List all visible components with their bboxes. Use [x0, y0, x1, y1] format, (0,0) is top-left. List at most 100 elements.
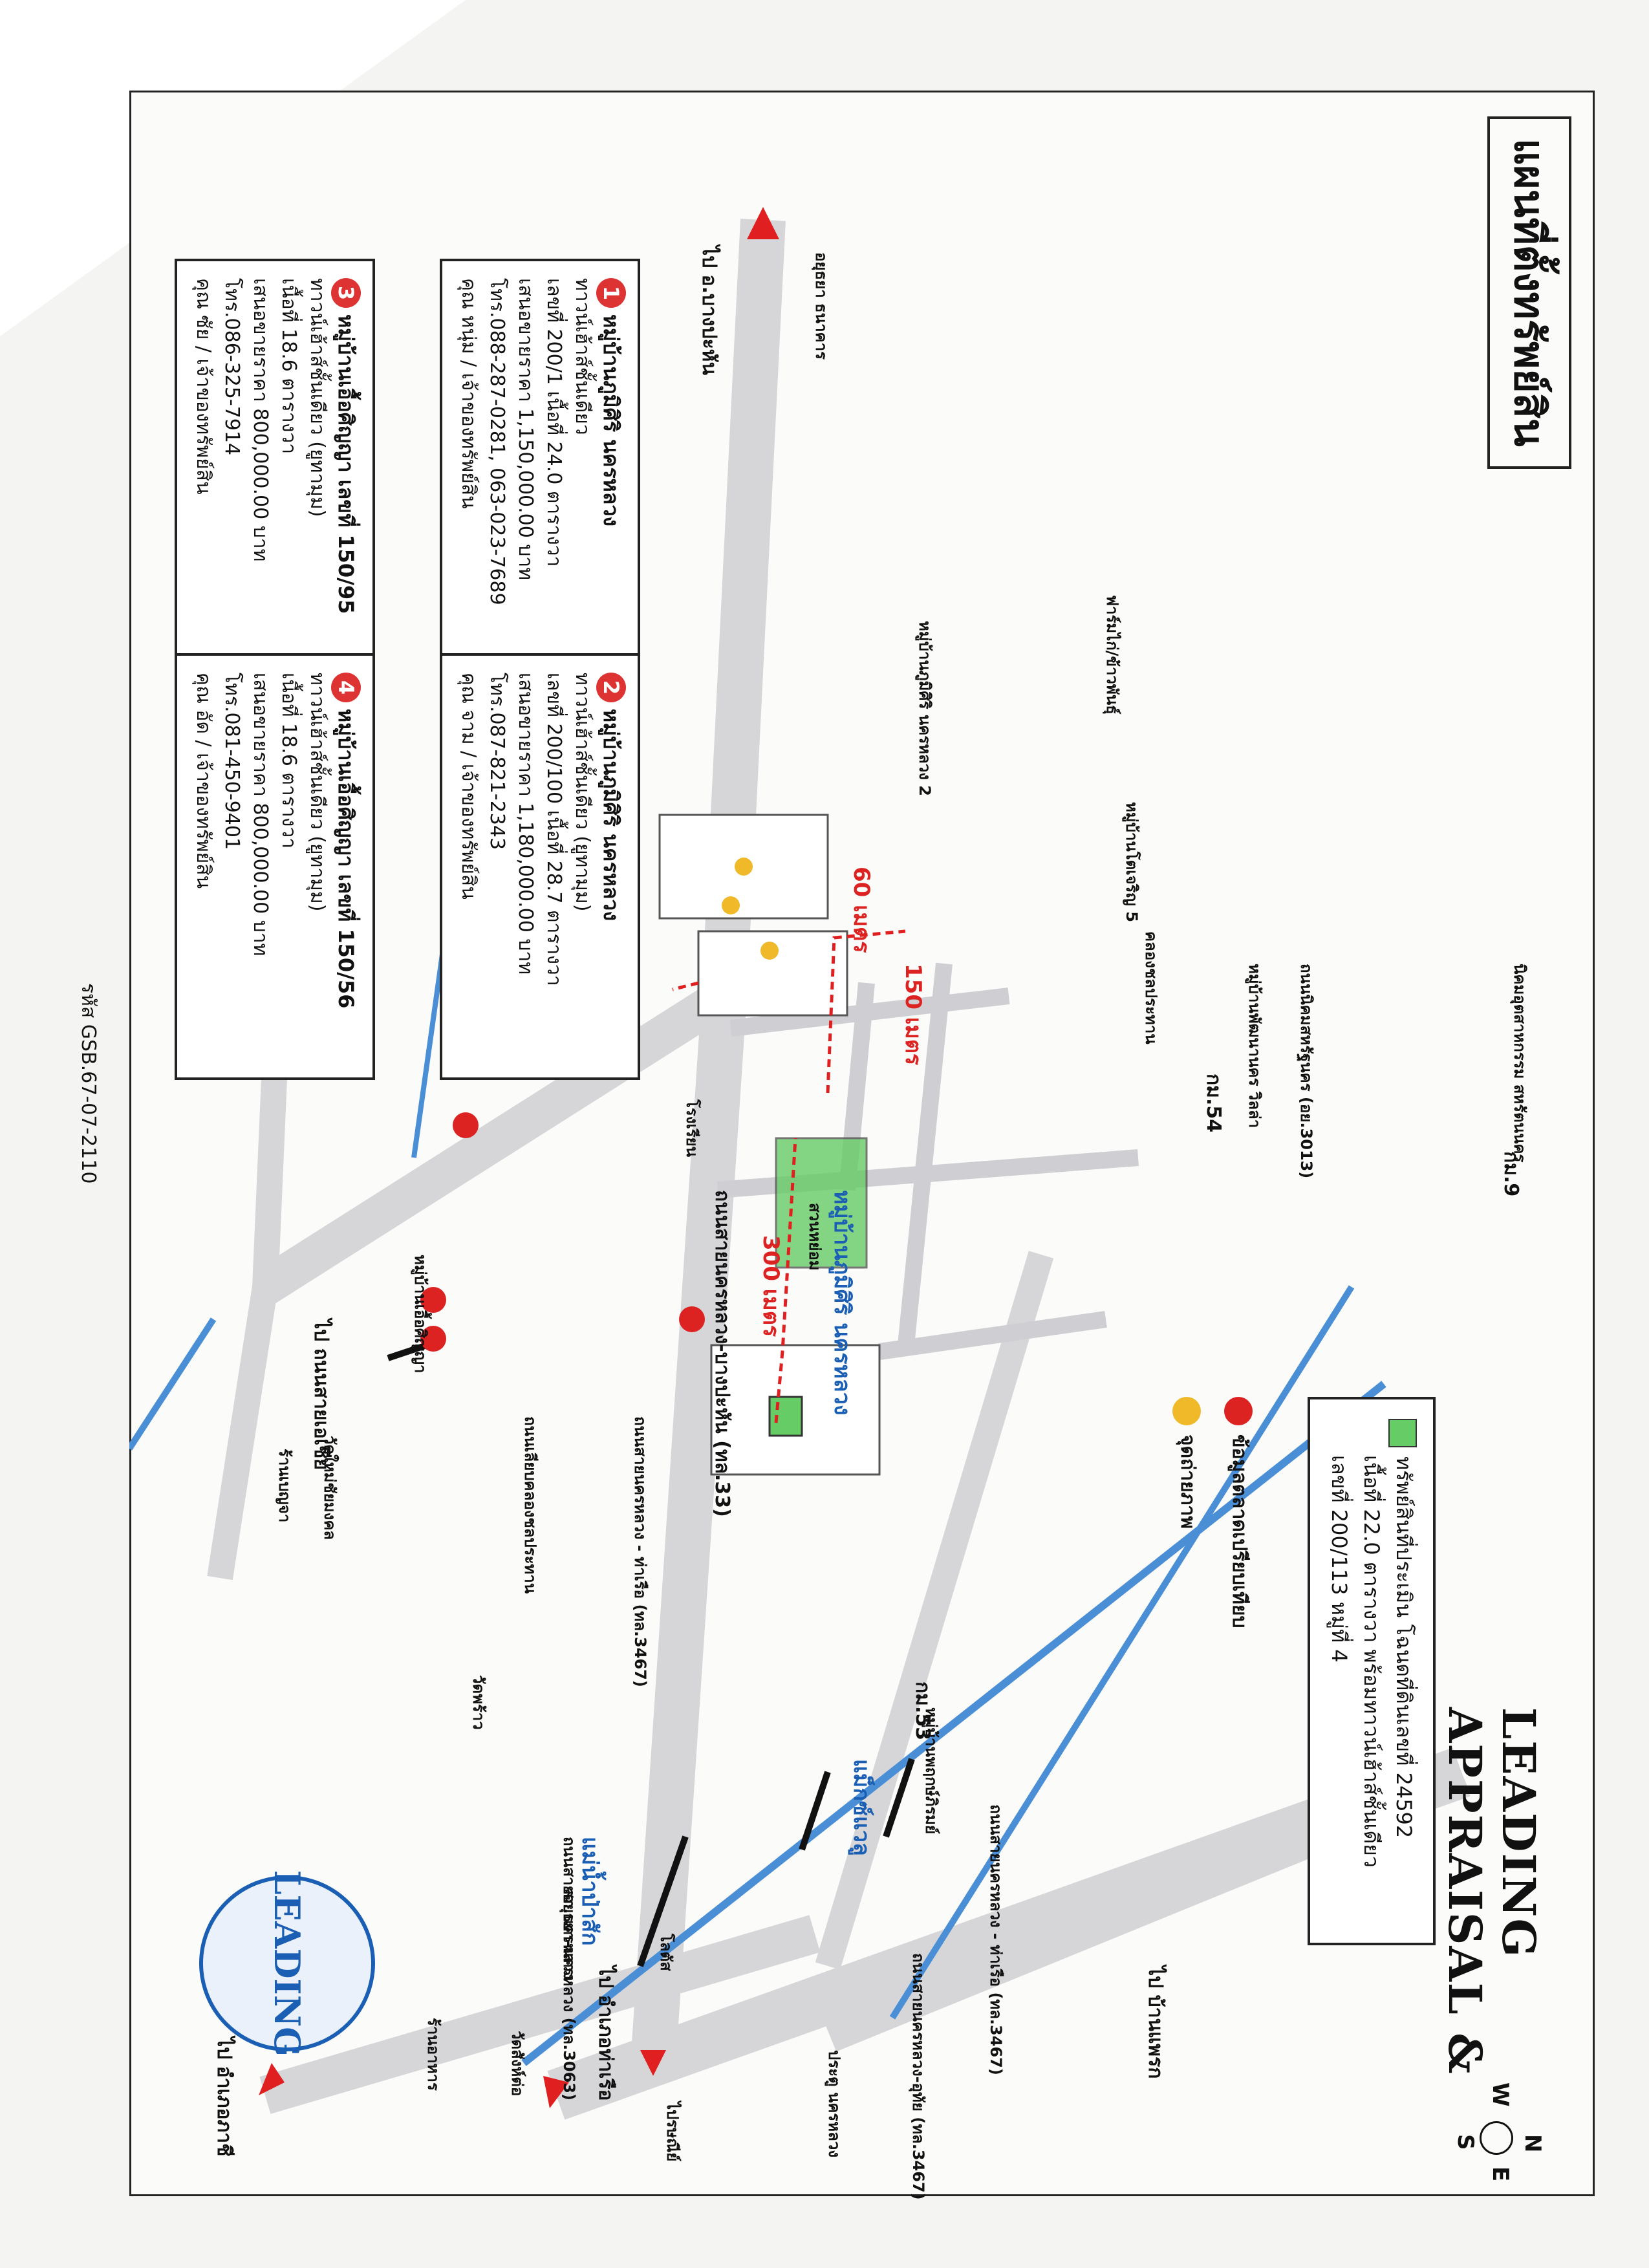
label-market: แม็กซ์แวลู [848, 1759, 874, 1856]
comparable-1-phone: โทร.088-287-0281, 063-023-7689 [486, 278, 508, 605]
seal-logo-icon: LEADING [266, 1870, 308, 2057]
road-33 [630, 219, 786, 2065]
label-road-3467c: ถนนสายนครหลวง-อุทัย (ทล.3467) [909, 1953, 927, 2200]
compass-e: E [1487, 2166, 1513, 2182]
label-wat-sanghsai: วัดสังห์ต่อ [508, 2031, 526, 2097]
comparable-4-phone: โทร.081-450-9401 [221, 673, 243, 850]
label-wat-phrao: วัดพร้าว [469, 1675, 488, 1730]
company-seal: LEADING [199, 1870, 375, 2057]
comparable-1-contact: คุณ หนุ่ม / เจ้าของทรัพย์สิน [457, 278, 480, 509]
label-lotus: โลตัส [657, 1934, 675, 1971]
map-title: แผนที่ตั้งทรัพย์สิน [1487, 116, 1571, 469]
comparable-2-detail: เลขที่ 200/100 เนื้อที่ 28.7 ตารางวา [543, 673, 565, 986]
label-km54: กม.54 [1202, 1074, 1225, 1133]
comparable-1-detail: เลขที่ 200/1 เนื้อที่ 24.0 ตารางวา [543, 278, 565, 567]
label-village-wang: หมู่บ้านพฤกษ์ภิรมย์ [922, 1707, 940, 1835]
comparable-2-contact: คุณ จาม / เจ้าของทรัพย์สิน [457, 673, 480, 900]
label-to-phachi: ไป อำเภอภาชี [213, 2037, 235, 2157]
photo-point-icon [1172, 1397, 1202, 1425]
label-to-ban-phraek: ไป บ้านแพรก [1144, 1966, 1167, 2079]
label-school: โรงเรียน [683, 1099, 701, 1158]
label-factory: ฟาร์มไก่/ข้าวพันธุ์ [1103, 595, 1121, 715]
label-village-main: หมู่บ้านภูมิศิริ นครหลวง [829, 1190, 855, 1416]
label-nakhon-luang: ประตู นครหลวง [825, 2050, 843, 2158]
label-road-33: ถนนสายนครหลวง-บางปะหัน (ทล.33) [711, 1190, 733, 1517]
compass-w: W [1487, 2082, 1513, 2107]
comparable-4: 4 หมู่บ้านเอื้อศิญญา เลขที่ 150/56 ทาวน์เ… [175, 653, 375, 1080]
label-nikhom: นิคมอุตสาหกรรม สหรัตนนคร [1511, 964, 1529, 1163]
label-dist-150: 150 เมตร [900, 964, 926, 1066]
label-dist-60: 60 เมตร [848, 867, 874, 953]
comparable-2-project: หมู่บ้านภูมิศิริ นครหลวง [599, 709, 623, 921]
comparable-3-phone: โทร.086-325-7914 [221, 278, 243, 456]
comparable-1-price: เสนอขายราคา 1,150,000.00 บาท [514, 278, 537, 581]
subject-swatch [1388, 1419, 1417, 1447]
comparable-4-project: หมู่บ้านเอื้อศิญญา เลขที่ 150/56 [334, 709, 358, 1009]
label-ayutthaya-branch: อยุธยา ธนาคาร [812, 252, 830, 360]
legend-market: ข้อมูลตลาดเปรียบเทียบ [1224, 1397, 1255, 1628]
subject-lot [768, 1396, 803, 1437]
comparable-1-type: ทาวน์เฮ้าส์ชั้นเดียว [571, 278, 594, 435]
comparable-3-price: เสนอขายราคา 800,000.00 บาท [249, 278, 272, 562]
label-village-euasinya: หมู่บ้านเอื้อศิญญา [411, 1255, 429, 1374]
legend-photo-text: จุดถ่ายภาพ [1176, 1434, 1199, 1529]
legend-photo: จุดถ่ายภาพ [1172, 1397, 1203, 1529]
canal-line [129, 1317, 217, 1451]
compass-s: S [1452, 2134, 1478, 2150]
comparable-2-number: 2 [596, 673, 626, 702]
label-garden: สวนหย่อม [806, 1203, 824, 1271]
comparable-3-detail: เนื้อที่ 18.6 ตารางวา [277, 278, 300, 455]
comparable-3-contact: คุณ ซัย / เจ้าของทรัพย์สิน [192, 278, 215, 495]
label-to-tha-ruea: ไป อำเภอท่าเรือ [594, 1966, 617, 2101]
comparable-4-price: เสนอขายราคา 800,000.00 บาท [249, 673, 272, 956]
compass-n: N [1520, 2134, 1546, 2153]
legend-market-text: ข้อมูลตลาดเปรียบเทียบ [1228, 1434, 1251, 1628]
comparable-2-phone: โทร.087-821-2343 [486, 673, 508, 850]
canal-chonprathan [889, 1285, 1355, 2020]
access-route [672, 929, 906, 1423]
comparable-1-number: 1 [596, 278, 626, 308]
label-dist-300: 300 เมตร [758, 1235, 784, 1337]
label-road-canal: ถนนเลียบคลองชลประทาน [521, 1416, 539, 1594]
label-village-charoen: หมู่บ้านโตเจริญ 5 [1123, 802, 1141, 922]
label-wat-sai: วัดใหม่ชัยมงคล [321, 1436, 339, 1540]
label-village2: หมู่บ้านภูมิศิริ นครหลวง 2 [916, 621, 934, 797]
road-3063 [259, 1915, 821, 2114]
comparable-3: 3 หมู่บ้านเอื้อศิญญา เลขที่ 150/95 ทาวน์เ… [175, 259, 375, 686]
document-code: รหัส GSB.67-07-2110 [77, 983, 100, 1184]
label-police: สภ.นครหลวง [560, 1888, 578, 1980]
label-store-b: ร้านอาหาร [424, 2018, 442, 2091]
label-to-bang-pahan: ไป อ.บางปะหัน [698, 246, 720, 375]
legend: ทรัพย์สินที่ประเมิน โฉนดที่ดินเลขที่ 245… [1308, 1397, 1436, 1945]
direction-arrows [259, 207, 779, 2108]
label-road-3467b: ถนนสายนครหลวง - ท่าเรือ (ทล.3467) [987, 1804, 1005, 2075]
comparable-4-contact: คุณ อัด / เจ้าของทรัพย์สิน [192, 673, 215, 889]
map-graphics [129, 207, 1471, 2120]
label-road-3013: ถนนนิคมสหรัฐนคร (อย.3013) [1297, 964, 1315, 1179]
label-road-3467: ถนนสายนครหลวง - ท่าเรือ (ทล.3467) [631, 1416, 649, 1687]
map-canvas: แผนที่ตั้งทรัพย์สิน LEADING APPRAISAL & … [129, 91, 1591, 2200]
comparable-4-detail: เนื้อที่ 18.6 ตารางวา [277, 673, 300, 849]
river-pasak [521, 1381, 1386, 2066]
legend-subject-address: เลขที่ 200/113 หมู่ที่ 4 [1327, 1455, 1352, 1663]
label-store-a: ร้านเบญจา [275, 1449, 294, 1523]
label-post: ไปรษณีย์ [663, 2102, 682, 2162]
comparable-4-number: 4 [331, 673, 361, 702]
comparable-4-type: ทาวน์เฮ้าส์ชั้นเดียว (ยูทามุม) [306, 673, 329, 912]
comparable-2-type: ทาวน์เฮ้าส์ชั้นเดียว (ยูทามุม) [571, 673, 594, 912]
comparable-3-number: 3 [331, 278, 361, 308]
road-3013-link [254, 979, 735, 1304]
comparable-3-type: ทาวน์เฮ้าส์ชั้นเดียว (ยูทามุม) [306, 278, 329, 517]
comparable-2-price: เสนอขายราคา 1,180,000.00 บาท [514, 673, 537, 975]
market-points [420, 858, 779, 1352]
lots-central [697, 930, 848, 1017]
market-dot-icon [1224, 1397, 1253, 1425]
legend-subject: ทรัพย์สินที่ประเมิน โฉนดที่ดินเลขที่ 245… [1392, 1456, 1416, 1839]
comparable-3-project: หมู่บ้านเอื้อศิญญา เลขที่ 150/95 [334, 314, 358, 614]
comparable-1: 1หมู่บ้านภูมิศิริ นครหลวง ทาวน์เฮ้าส์ชั้… [440, 259, 640, 686]
garden-area [775, 1137, 868, 1269]
label-village-wattana: หมู่บ้านพัฒนานคร วิลล่า [1245, 964, 1264, 1129]
intersection-bars [387, 1342, 915, 1967]
legend-subject-detail: เนื้อที่ 22.0 ตารางวา พร้อมทาวน์เฮ้าส์ชั… [1359, 1455, 1384, 1868]
label-canal: คลองชลประทาน [1142, 931, 1160, 1044]
